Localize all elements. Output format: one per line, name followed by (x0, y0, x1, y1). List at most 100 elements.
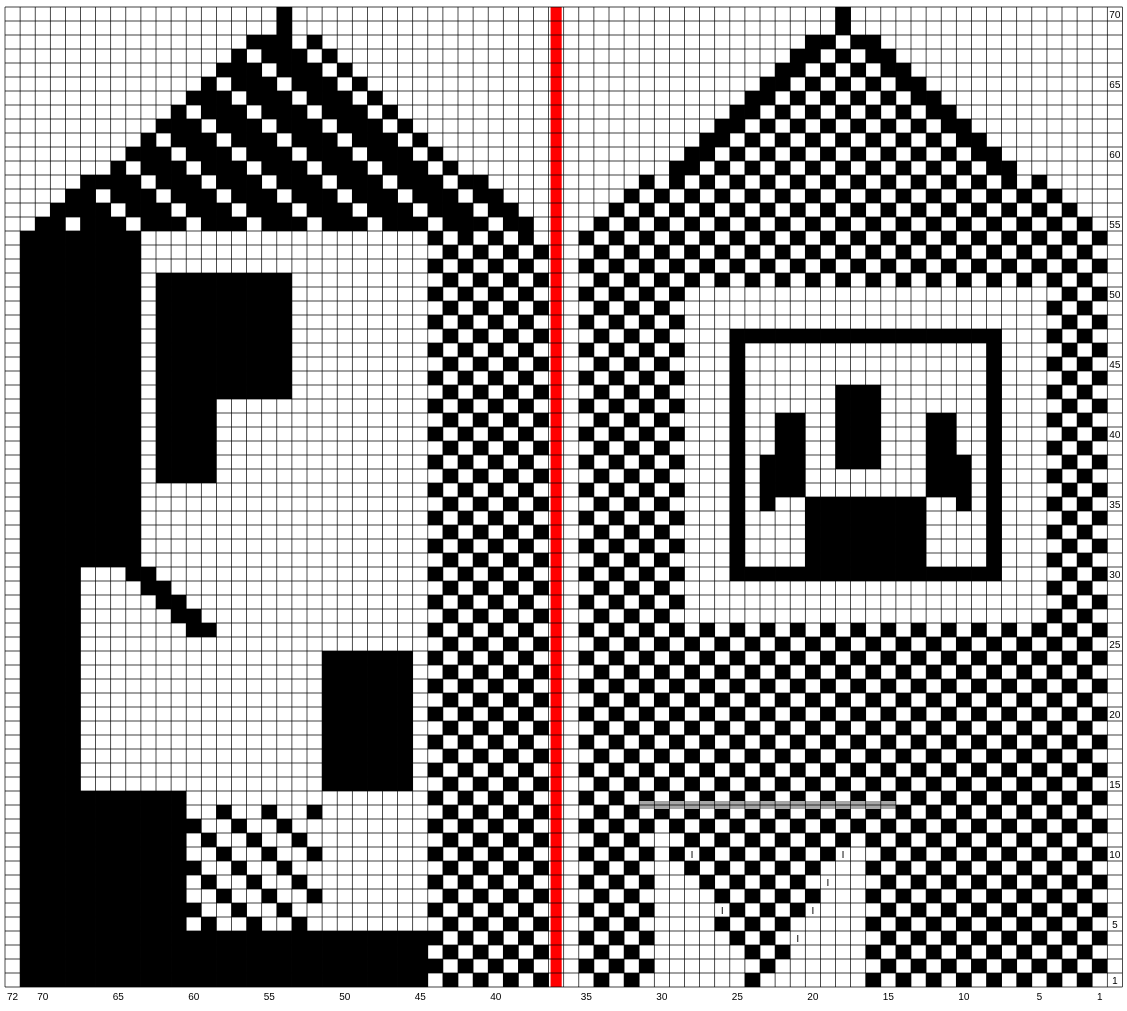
stitch-cell (443, 525, 458, 539)
stitch-cell (503, 497, 518, 511)
stitch-cell (352, 973, 367, 987)
stitch-cell (1062, 847, 1077, 861)
stitch-cell (941, 819, 956, 833)
stitch-cell (518, 707, 533, 721)
stitch-cell (941, 259, 956, 273)
stitch-cell (488, 231, 503, 245)
stitch-cell (262, 287, 277, 301)
stitch-cell (534, 889, 549, 903)
stitch-cell (760, 203, 775, 217)
stitch-cell (1062, 931, 1077, 945)
stitch-cell (836, 637, 851, 651)
stitch-cell (1062, 371, 1077, 385)
stitch-cell (926, 161, 941, 175)
stitch-cell (881, 903, 896, 917)
stitch-cell (126, 805, 141, 819)
stitch-cell (65, 441, 80, 455)
stitch-cell (669, 343, 684, 357)
stitch-cell (201, 833, 216, 847)
stitch-cell (836, 245, 851, 259)
stitch-cell (50, 903, 65, 917)
stitch-cell (534, 861, 549, 875)
stitch-cell (836, 133, 851, 147)
stitch-cell (232, 105, 247, 119)
stitch-cell (96, 385, 111, 399)
stitch-cell (579, 287, 594, 301)
stitch-cell (337, 105, 352, 119)
stitch-cell (896, 77, 911, 91)
stitch-cell (458, 959, 473, 973)
stitch-cell (111, 875, 126, 889)
stitch-cell (383, 931, 398, 945)
stitch-cell (141, 147, 156, 161)
stitch-cell (745, 721, 760, 735)
stitch-cell (156, 875, 171, 889)
stitch-cell (715, 777, 730, 791)
stitch-cell (126, 511, 141, 525)
stitch-cell (262, 343, 277, 357)
stitch-cell (881, 819, 896, 833)
stitch-cell (292, 63, 307, 77)
stitch-cell (790, 651, 805, 665)
stitch-cell (277, 35, 292, 49)
stitch-cell (654, 497, 669, 511)
stitch-cell (1002, 231, 1017, 245)
stitch-cell (1002, 259, 1017, 273)
stitch-cell (836, 217, 851, 231)
stitch-cell (81, 245, 96, 259)
stitch-cell (1017, 665, 1032, 679)
stitch-cell (503, 609, 518, 623)
stitch-cell (760, 497, 775, 511)
stitch-cell (50, 637, 65, 651)
stitch-cell (594, 273, 609, 287)
stitch-cell (126, 553, 141, 567)
stitch-cell (383, 777, 398, 791)
stitch-cell (503, 441, 518, 455)
stitch-cell (760, 679, 775, 693)
stitch-cell (624, 329, 639, 343)
stitch-cell (987, 147, 1002, 161)
stitch-cell (141, 889, 156, 903)
stitch-cell (836, 189, 851, 203)
stitch-cell (292, 133, 307, 147)
stitch-cell (1002, 875, 1017, 889)
stitch-cell (1002, 931, 1017, 945)
stitch-cell (866, 693, 881, 707)
stitch-cell (35, 343, 50, 357)
stitch-cell (790, 623, 805, 637)
stitch-cell (50, 861, 65, 875)
stitch-cell (337, 91, 352, 105)
stitch-cell (81, 553, 96, 567)
stitch-cell (473, 777, 488, 791)
stitch-cell (836, 511, 851, 525)
stitch-cell (337, 651, 352, 665)
stitch-cell (654, 693, 669, 707)
stitch-cell (50, 693, 65, 707)
stitch-cell (594, 469, 609, 483)
stitch-cell (20, 819, 35, 833)
stitch-cell (639, 679, 654, 693)
stitch-cell (881, 49, 896, 63)
stitch-cell (987, 917, 1002, 931)
stitch-cell (277, 903, 292, 917)
stitch-cell (322, 133, 337, 147)
row-label: 20 (1109, 710, 1121, 721)
stitch-cell (126, 203, 141, 217)
stitch-cell (322, 931, 337, 945)
stitch-cell (141, 959, 156, 973)
stitch-cell (458, 175, 473, 189)
stitch-cell (156, 371, 171, 385)
stitch-cell (654, 749, 669, 763)
stitch-cell (534, 609, 549, 623)
stitch-cell (126, 259, 141, 273)
stitch-cell (639, 931, 654, 945)
stitch-cell (745, 273, 760, 287)
stitch-cell (383, 133, 398, 147)
stitch-cell (911, 847, 926, 861)
column-label: 25 (732, 992, 744, 1003)
stitch-cell (669, 203, 684, 217)
stitch-cell (262, 973, 277, 987)
stitch-cell (896, 945, 911, 959)
stitch-cell (171, 273, 186, 287)
stitch-cell (896, 133, 911, 147)
